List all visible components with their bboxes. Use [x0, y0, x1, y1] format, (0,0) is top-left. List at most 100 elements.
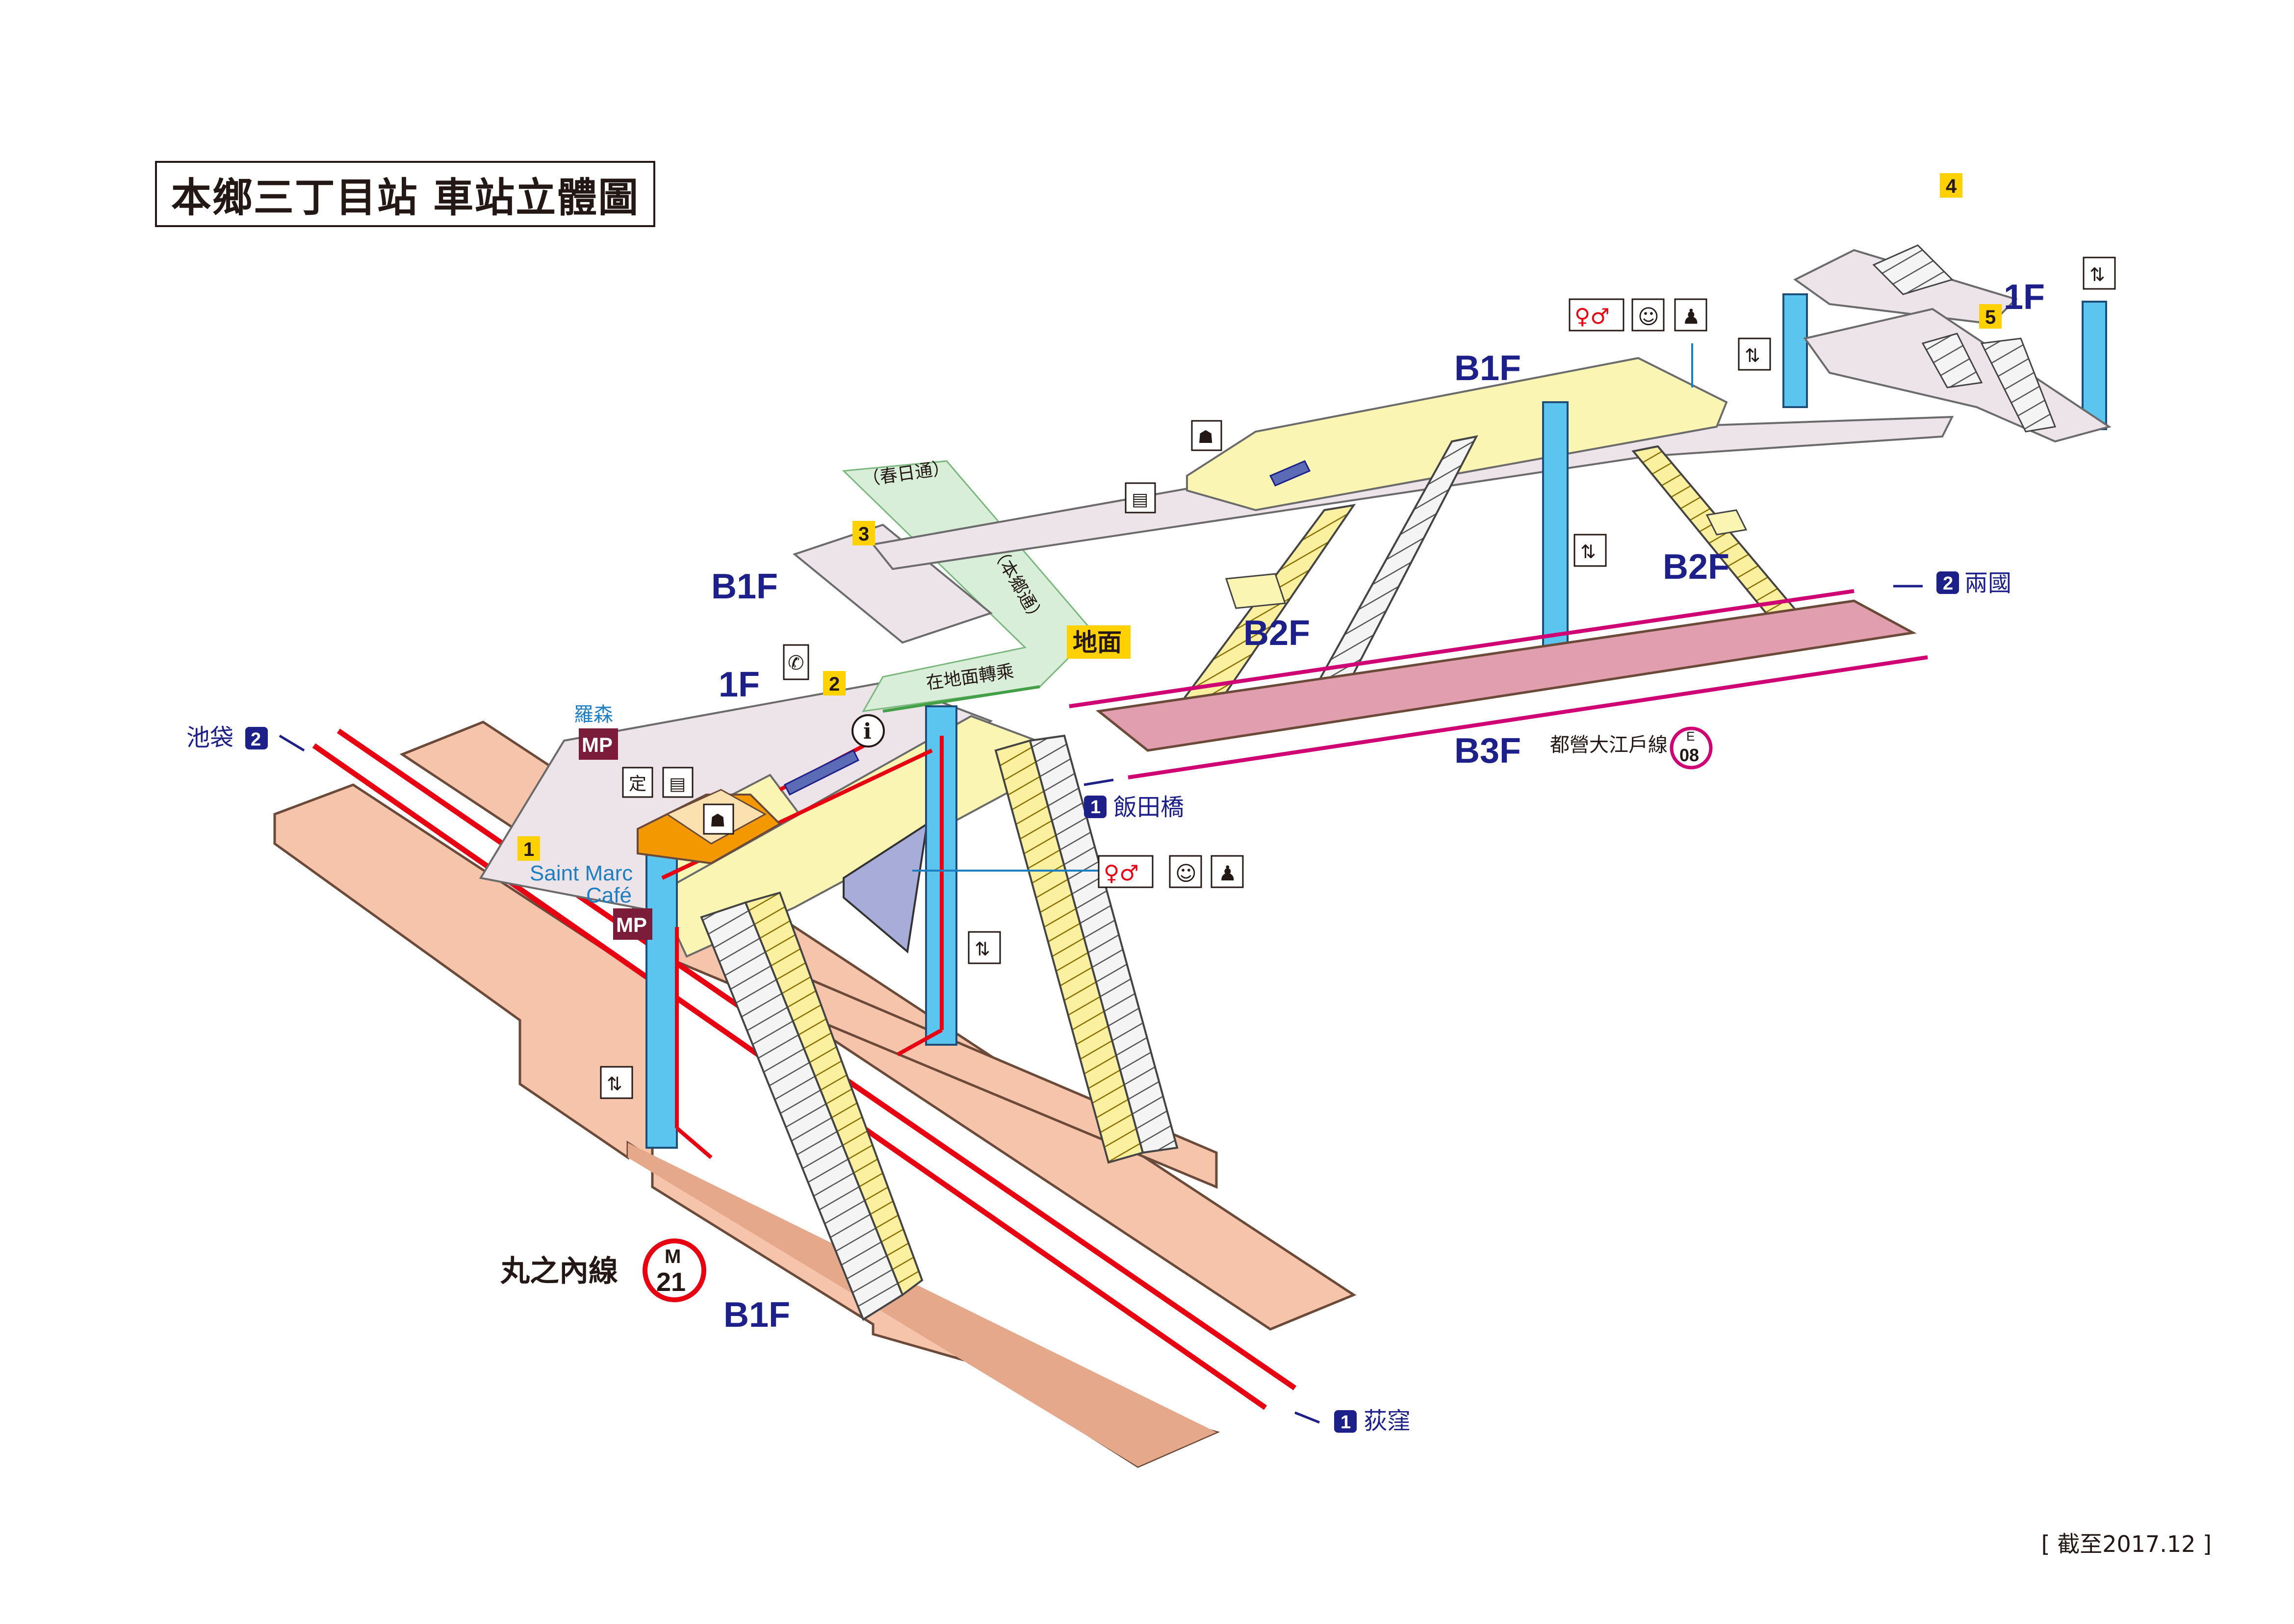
elevator-icon: ⇅: [1738, 337, 1771, 371]
svg-text:☺: ☺: [1175, 861, 1197, 885]
floor-label-b3f: B3F: [1454, 731, 1521, 771]
svg-text:☺: ☺: [1638, 305, 1659, 329]
svg-text:3: 3: [858, 523, 869, 545]
svg-text:MP: MP: [616, 913, 647, 936]
svg-text:羅森: 羅森: [574, 703, 613, 726]
svg-text:⇅: ⇅: [1745, 345, 1760, 366]
svg-text:5: 5: [1985, 307, 1996, 328]
toilet-icon: ♀♂: [1098, 855, 1154, 888]
svg-text:2: 2: [251, 729, 261, 750]
svg-text:i: i: [863, 719, 872, 744]
oedo-line-badge: 都營大江戶線 E 08: [1550, 726, 1713, 770]
svg-text:▤: ▤: [669, 774, 686, 794]
svg-text:E: E: [1686, 729, 1695, 744]
elevator-shaft-right-1f: [1782, 293, 2107, 430]
svg-text:⇅: ⇅: [975, 938, 990, 960]
svg-text:M: M: [665, 1246, 681, 1267]
svg-text:丸之內線: 丸之內線: [500, 1254, 618, 1289]
svg-text:定: 定: [629, 774, 646, 794]
exit-2-badge: 2: [823, 671, 846, 696]
fare-adjust-icon: ▤: [662, 767, 694, 798]
escalator-left-concourse: [783, 749, 860, 796]
svg-text:21: 21: [656, 1267, 686, 1297]
svg-text:1: 1: [523, 839, 534, 860]
svg-text:♟: ♟: [1218, 861, 1237, 885]
svg-text:2: 2: [1943, 573, 1953, 594]
ostomate-icon: ♟: [1211, 855, 1244, 888]
elevator-icon: ⇅: [968, 931, 1001, 964]
facility-icons-left: ♀♂ ☺ ♟ ⇅ ⇅ i ✆ 定 ▤ ☗: [600, 644, 1244, 1099]
floor-label-b2f-right: B2F: [1663, 547, 1729, 587]
oedo-platform: [1095, 599, 1917, 752]
svg-text:Saint Marc: Saint Marc: [530, 861, 633, 885]
svg-text:✆: ✆: [788, 652, 804, 674]
svg-text:2: 2: [829, 673, 840, 695]
exit-3-badge: 3: [852, 521, 875, 545]
svg-text:1: 1: [1340, 1412, 1351, 1433]
page-title: 本鄉三丁目站 車站立體圖: [155, 161, 655, 227]
svg-text:兩國: 兩國: [1964, 569, 2011, 597]
direction-iidabashi: 1 飯田橋: [1083, 778, 1184, 821]
floor-labels: B1F B1F B1F 1F 1F B2F B2F B3F: [711, 278, 2045, 1335]
shop-saint-marc: Saint Marc Café MP: [530, 861, 652, 940]
elevator-icon: ⇅: [2083, 257, 2116, 290]
floor-label-1f-left: 1F: [719, 665, 760, 704]
ticket-machine-icon: 定: [622, 767, 653, 798]
baby-care-icon: ☺: [1631, 298, 1665, 332]
phone-icon: ✆: [783, 644, 809, 680]
marunouchi-line-badge: 丸之內線 M 21: [500, 1238, 706, 1302]
svg-text:池袋: 池袋: [186, 724, 233, 751]
ground-label: 地面: [1067, 625, 1131, 659]
svg-text:▤: ▤: [1132, 490, 1148, 510]
oedo-tracks: [1069, 589, 1928, 779]
facility-icons-right: ♀♂ ☺ ♟ ⇅ ⇅ ⇅ ☗ ▤: [1125, 257, 2116, 567]
svg-text:♀♂: ♀♂: [1104, 861, 1139, 886]
svg-text:⇅: ⇅: [2089, 264, 2105, 285]
svg-text:地面: 地面: [1073, 628, 1122, 657]
svg-text:Café: Café: [586, 883, 632, 907]
stairs-to-platform-right: [994, 734, 1179, 1164]
floor-label-b1f-upper-right: B1F: [1454, 349, 1521, 388]
direction-ogikubo: 1 荻窪: [1294, 1407, 1411, 1435]
svg-text:♀♂: ♀♂: [1574, 304, 1610, 329]
elevator-icon: ⇅: [1573, 534, 1607, 567]
baby-care-icon: ☺: [1169, 855, 1202, 888]
elevator-icon: ⇅: [600, 1066, 633, 1099]
floor-label-1f-right: 1F: [2004, 278, 2045, 317]
direction-ikebukuro: 池袋 2: [186, 724, 305, 752]
exit-badges: 1 2 3 4 5: [517, 173, 2002, 861]
toilet-icon: ♀♂: [1569, 298, 1624, 332]
svg-text:MP: MP: [582, 733, 613, 756]
floor-label-b1f-upper-left: B1F: [711, 567, 778, 606]
ostomate-icon: ♟: [1674, 298, 1707, 332]
svg-text:☗: ☗: [710, 811, 725, 831]
svg-text:☗: ☗: [1198, 427, 1213, 447]
info-icon: i: [851, 714, 885, 748]
floor-label-b1f-main: B1F: [723, 1295, 790, 1335]
escalator-right-concourse: [1269, 460, 1311, 487]
svg-text:1: 1: [1090, 797, 1101, 818]
svg-text:⇅: ⇅: [607, 1073, 622, 1095]
concourse-b1f-right: [1186, 357, 1728, 512]
exit-4-5-structure: [1793, 244, 2112, 443]
floor-label-b2f-left: B2F: [1243, 614, 1310, 653]
stairs-to-platform-left: [700, 891, 924, 1321]
svg-text:4: 4: [1946, 176, 1957, 197]
svg-text:飯田橋: 飯田橋: [1113, 794, 1184, 821]
svg-text:⇅: ⇅: [1580, 541, 1596, 563]
shop-rasen: 羅森 MP: [574, 703, 618, 760]
exit-1-badge: 1: [517, 836, 540, 861]
svg-text:♟: ♟: [1682, 305, 1701, 329]
exit-4-badge: 4: [1940, 173, 1962, 198]
exit-5-badge: 5: [1979, 304, 2002, 329]
station-office-icon: ☗: [1191, 420, 1222, 451]
fare-adjust-icon: ▤: [1125, 482, 1156, 514]
svg-text:08: 08: [1679, 745, 1699, 765]
as-of-date: [ 截至2017.12 ]: [2041, 1531, 2212, 1557]
station-office-icon: ☗: [703, 803, 734, 835]
svg-text:都營大江戶線: 都營大江戶線: [1550, 734, 1668, 756]
svg-text:荻窪: 荻窪: [1364, 1407, 1411, 1435]
direction-ryogoku: 2 兩國: [1893, 569, 2011, 597]
transfer-path: [842, 460, 1095, 713]
